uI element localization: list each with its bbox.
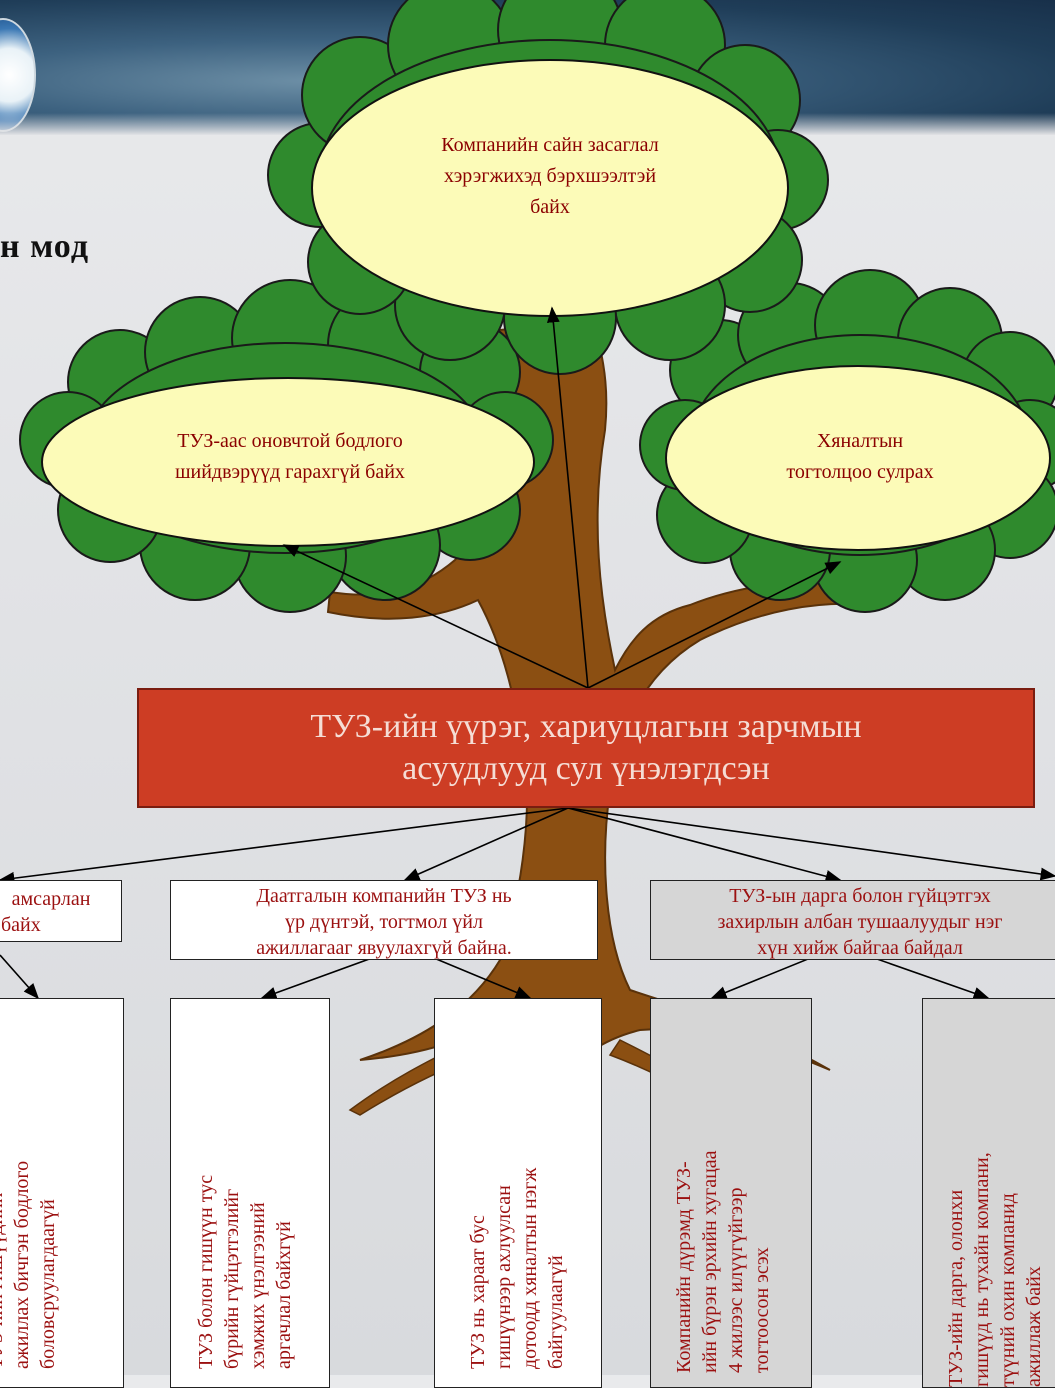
bottom-box-5: ТУЗ-ийн дарга, олонхи гишүүд нь тухайн к… [922, 998, 1055, 1388]
left-ellipse-line: ТУЗ-аас оновчтой бодлого [177, 430, 403, 452]
downward-arrows [0, 807, 1055, 885]
arrow-to-far-right [567, 807, 1055, 881]
mid-box-line: амсарлан [11, 888, 91, 910]
bottom-box-4: Компанийн дүрэмд ТУЗ- ийн бүрэн эрхийн х… [650, 998, 812, 1388]
mid-box-line: захирлын албан тушаалуудыг нэг [717, 911, 1003, 933]
mid-box-line: Даатгалын компанийн ТУЗ нь [256, 885, 512, 907]
top-ellipse-text: Компанийн сайн засаглал хэрэгжихэд бэрхш… [370, 130, 730, 223]
top-ellipse-line: Компанийн сайн засаглал [441, 134, 659, 156]
mid-box-right: ТУЗ-ын дарга болон гүйцэтгэх захирлын ал… [650, 880, 1055, 960]
top-ellipse-line: байх [530, 196, 570, 218]
mid-box-line: байх [1, 914, 41, 936]
left-ellipse-text: ТУЗ-аас оновчтой бодлого шийдвэрүүд гара… [110, 426, 470, 488]
bottom-box-2: ТУЗ болон гишүүн тус бүрийн гүйцэтгэлийг… [170, 998, 330, 1388]
arrow-to-top [546, 306, 589, 689]
arrow-to-mid-center [403, 807, 569, 881]
bottom-box-text: Компанийн дүрэмд ТУЗ- ийн бүрэн эрхийн х… [673, 1150, 773, 1373]
main-problem-box: ТУЗ-ийн үүрэг, хариуцлагын зарчмын асууд… [137, 688, 1035, 808]
right-ellipse-text: Хяналтын тогтолцоо сулрах [700, 426, 1020, 488]
main-problem-line: ТУЗ-ийн үүрэг, хариуцлагын зарчмын [310, 708, 862, 745]
main-problem-line: асуудлууд сул үнэлэгдсэн [402, 750, 770, 787]
bottom-box-text: ТУЗ нь хараат бус гишүүнээр ахлуулсан до… [467, 1167, 567, 1369]
left-ellipse-line: шийдвэрүүд гарахгүй байх [175, 461, 405, 483]
mid-box-line: ажиллагааг явуулахгүй байна. [256, 937, 512, 959]
mid-box-center: Даатгалын компанийн ТУЗ нь үр дүнтэй, то… [170, 880, 598, 960]
right-ellipse [665, 365, 1051, 551]
mid-box-line: ТУЗ-ын дарга болон гүйцэтгэх [729, 885, 991, 907]
bottom-box-text: ТУЗ-ийн дарга, олонхи гишүүд нь тухайн к… [945, 1152, 1045, 1387]
mid-box-line: хүн хийж байгаа байдал [757, 937, 963, 959]
right-ellipse-line: Хяналтын [816, 430, 904, 452]
page-title: н мод [0, 228, 90, 265]
bottom-box-text: ТУЗ болон гишүүн тус бүрийн гүйцэтгэлийг… [195, 1174, 295, 1369]
bottom-box-1: ТУЗ-ийн гишүүдийн ажиллах бичгэн бодлого… [0, 998, 124, 1388]
upward-arrows [282, 306, 842, 689]
arrow-to-mid-right [567, 807, 842, 883]
arrow-to-mid-left [0, 807, 569, 885]
mid-box-line: үр дүнтэй, тогтмол үйл [285, 911, 483, 933]
bottom-box-3: ТУЗ нь хараат бус гишүүнээр ахлуулсан до… [434, 998, 602, 1388]
arrow-to-right [587, 561, 842, 689]
mid-box-left: амсарлан байх [0, 880, 122, 942]
right-ellipse-line: тогтолцоо сулрах [786, 461, 934, 483]
arrow-to-left [282, 544, 589, 689]
top-ellipse-line: хэрэгжихэд бэрхшээлтэй [443, 165, 657, 187]
bottom-box-text: ТУЗ-ийн гишүүдийн ажиллах бичгэн бодлого… [0, 1160, 59, 1369]
